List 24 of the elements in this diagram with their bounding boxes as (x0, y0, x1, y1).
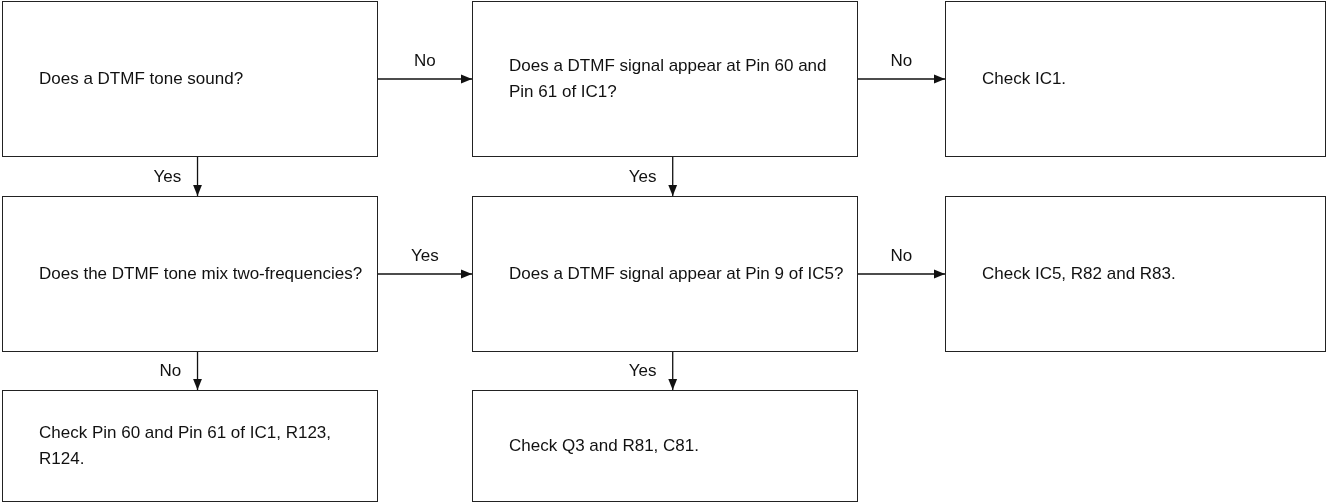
box-text: Does a DTMF signal appear at Pin 9 of IC5? (509, 263, 844, 285)
box-text: Does a DTMF signal appear at Pin 60 and Pin 61 of IC1? (509, 55, 828, 103)
arrow (377, 269, 473, 279)
process-box (472, 196, 858, 352)
arrow (668, 351, 678, 391)
box-text: Check IC5, R82 and R83. (982, 263, 1176, 285)
box-text: Check IC1. (982, 68, 1067, 90)
process-box (2, 196, 378, 352)
process-box (945, 196, 1326, 352)
box-text: Does a DTMF tone sound? (39, 68, 244, 90)
process-box (472, 390, 858, 502)
arrow (377, 74, 473, 84)
process-box (472, 1, 858, 157)
box-text: Check Pin 60 and Pin 61 of IC1, R123, R124. (39, 422, 332, 470)
arrow (193, 351, 202, 391)
arrow (668, 156, 678, 197)
process-box (945, 1, 1326, 157)
process-box (2, 1, 378, 157)
arrow (857, 74, 946, 84)
arrow (193, 156, 202, 197)
box-text: Check Q3 and R81, C81. (509, 435, 699, 457)
box-text: Does the DTMF tone mix two-frequencies? (39, 263, 363, 285)
arrow (857, 269, 946, 279)
process-box (2, 390, 378, 502)
